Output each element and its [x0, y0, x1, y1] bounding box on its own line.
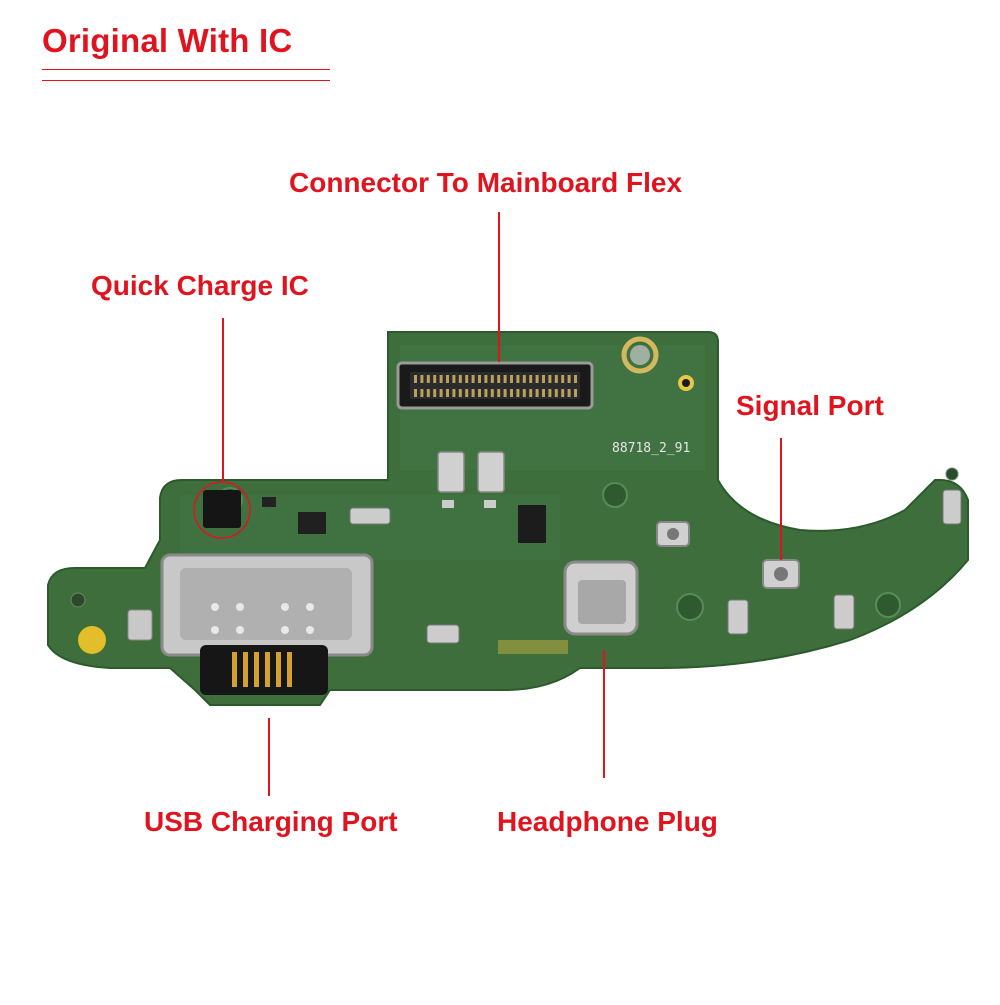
- leader-usb-charging-port: [268, 718, 270, 796]
- connector-pin: [446, 389, 449, 397]
- connector-pin: [548, 375, 552, 383]
- connector-pin: [497, 375, 501, 383]
- connector-pin: [490, 389, 494, 397]
- connector-pin: [484, 389, 488, 397]
- connector-pin: [522, 389, 526, 397]
- silkscreen-text: 88718_2_91: [612, 441, 690, 456]
- connector-pin: [471, 389, 475, 397]
- leader-signal-port: [780, 438, 782, 560]
- connector-pin: [497, 389, 501, 397]
- connector-pin: [567, 389, 571, 397]
- connector-pin: [510, 375, 513, 383]
- usb-c-port: [160, 553, 374, 695]
- connector-pin: [535, 375, 539, 383]
- connector-pin: [478, 389, 481, 397]
- connector-pin: [458, 389, 462, 397]
- connector-pin: [471, 375, 475, 383]
- connector-pin: [420, 375, 424, 383]
- connector-pin: [478, 375, 481, 383]
- quick-charge-ic: [193, 481, 251, 539]
- connector-pin: [535, 389, 539, 397]
- label-usb-charging-port: USB Charging Port: [144, 806, 398, 837]
- connector-pin: [446, 375, 449, 383]
- headphone-plug-part: [563, 560, 639, 636]
- connector-pin: [510, 389, 513, 397]
- connector-pin: [414, 375, 417, 383]
- connector-pin: [548, 389, 552, 397]
- title-underline-2: [42, 80, 330, 81]
- connector-pin: [516, 375, 520, 383]
- connector-pin: [420, 389, 424, 397]
- connector-pin: [554, 375, 558, 383]
- connector-pin: [529, 375, 533, 383]
- connector-pin: [574, 389, 577, 397]
- board-to-board-connector: [396, 361, 594, 410]
- connector-pin: [433, 389, 437, 397]
- connector-pin: [439, 375, 443, 383]
- leader-connector: [498, 212, 500, 362]
- page-title: Original With IC: [42, 22, 293, 59]
- connector-pin: [484, 375, 488, 383]
- connector-pin: [458, 375, 462, 383]
- connector-pin: [554, 389, 558, 397]
- connector-pin: [452, 389, 456, 397]
- connector-pin: [503, 375, 507, 383]
- connector-pin: [522, 375, 526, 383]
- connector-pin: [516, 389, 520, 397]
- title-underline-1: [42, 69, 330, 70]
- connector-pin: [465, 375, 469, 383]
- connector-pin: [567, 375, 571, 383]
- label-connector: Connector To Mainboard Flex: [289, 167, 683, 198]
- connector-pin: [574, 375, 577, 383]
- connector-pin: [529, 389, 533, 397]
- connector-pin: [561, 375, 565, 383]
- connector-pin: [490, 375, 494, 383]
- label-quick-charge-ic: Quick Charge IC: [91, 270, 309, 301]
- connector-pin: [465, 389, 469, 397]
- connector-pin: [542, 389, 545, 397]
- connector-pin: [433, 375, 437, 383]
- leader-quick-charge-ic: [222, 318, 224, 482]
- label-signal-port: Signal Port: [736, 390, 884, 421]
- signal-port-part: [762, 559, 800, 589]
- connector-pin: [426, 375, 430, 383]
- connector-pin: [503, 389, 507, 397]
- leader-headphone-plug: [603, 650, 605, 778]
- connector-pin: [426, 389, 430, 397]
- connector-pin: [542, 375, 545, 383]
- connector-pin: [414, 389, 417, 397]
- connector-pin: [439, 389, 443, 397]
- label-headphone-plug: Headphone Plug: [497, 806, 718, 837]
- connector-pin: [561, 389, 565, 397]
- connector-pin: [452, 375, 456, 383]
